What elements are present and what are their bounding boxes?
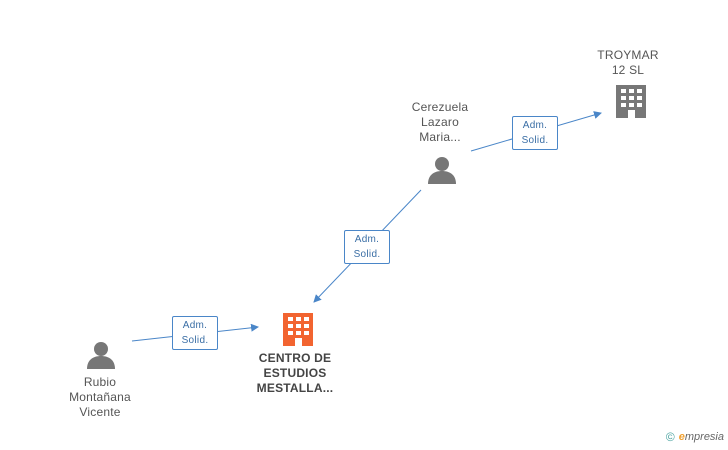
brand-logo: empresia (678, 431, 724, 443)
node-label-rubio[interactable]: Rubio Montañana Vicente (69, 375, 131, 419)
node-label-cerezuela[interactable]: Cerezuela Lazaro Maria... (411, 100, 469, 144)
building-icon[interactable] (616, 85, 646, 118)
footer-brand: © empresia (666, 430, 724, 444)
main-building-icon[interactable] (283, 313, 313, 346)
edge-label-cerezuela-centro: Adm. Solid. (344, 230, 390, 264)
edge-label-rubio-centro: Adm. Solid. (172, 316, 218, 350)
node-label-troymar[interactable]: TROYMAR 12 SL (597, 48, 659, 77)
copyright-icon: © (665, 430, 675, 444)
person-icon[interactable] (428, 157, 456, 184)
edge-label-cerezuela-troymar: Adm. Solid. (512, 116, 558, 150)
person-icon[interactable] (87, 342, 115, 369)
node-label-centro[interactable]: CENTRO DE ESTUDIOS MESTALLA... (256, 351, 334, 395)
